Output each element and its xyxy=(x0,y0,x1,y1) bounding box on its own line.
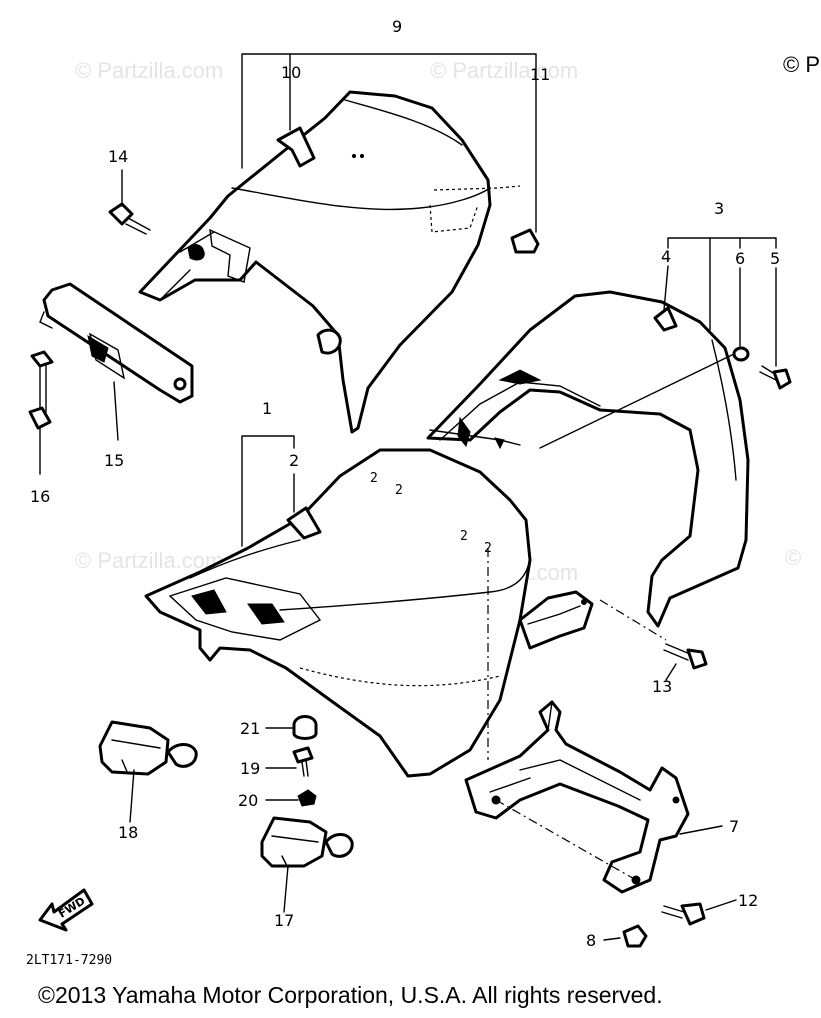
callout-7: 7 xyxy=(729,817,739,836)
callout-1: 1 xyxy=(262,399,272,418)
seat-cowl xyxy=(426,290,750,628)
bolt-5 xyxy=(759,365,792,390)
callout-20: 20 xyxy=(238,791,258,810)
diagram-code: 2LT171-7290 xyxy=(26,953,112,968)
callout-11: 11 xyxy=(530,65,550,84)
screw-19 xyxy=(292,746,314,777)
callout-4: 4 xyxy=(661,247,671,266)
strap-16 xyxy=(28,350,54,430)
callout-15: 15 xyxy=(104,451,124,470)
bolt-14 xyxy=(108,202,151,235)
fwd-arrow-icon: FWD xyxy=(38,888,94,932)
bolt-12 xyxy=(661,902,706,926)
nut-20 xyxy=(297,789,317,807)
seat-mark-1: 2 xyxy=(370,471,378,486)
rear-seat xyxy=(138,90,492,434)
callout-13: 13 xyxy=(652,677,672,696)
callout-17: 17 xyxy=(274,911,294,930)
callout-18: 18 xyxy=(118,823,138,842)
callout-3: 3 xyxy=(714,199,724,218)
leader-lines xyxy=(39,53,777,941)
bolt-13 xyxy=(663,643,708,670)
corner-watermark: © P xyxy=(783,52,820,77)
watermark-top-left: © Partzilla.com xyxy=(75,58,223,83)
parts-diagram: © Partzilla.com © Partzilla.com © Partzi… xyxy=(26,17,801,968)
callout-5: 5 xyxy=(770,249,780,268)
callout-8: 8 xyxy=(586,931,596,950)
callout-numbers: 9 10 11 14 15 16 1 2 3 4 6 5 13 7 12 8 2… xyxy=(30,17,780,950)
cap-11 xyxy=(510,228,540,254)
watermark-top-center: © Partzilla.com xyxy=(430,58,578,83)
seat-side-bracket xyxy=(518,590,594,650)
bracket-15 xyxy=(39,282,194,404)
copyright-notice: ©2013 Yamaha Motor Corporation, U.S.A. A… xyxy=(38,982,663,1008)
callout-2: 2 xyxy=(289,451,299,470)
callout-16: 16 xyxy=(30,487,50,506)
callout-9: 9 xyxy=(392,17,402,36)
lock-18 xyxy=(98,720,198,776)
washer-6 xyxy=(732,346,750,362)
callout-12: 12 xyxy=(738,891,758,910)
cap-21 xyxy=(292,715,318,740)
seat-frame xyxy=(464,700,690,894)
nut-8 xyxy=(622,924,648,948)
front-seat: 2 2 2 2 xyxy=(144,448,532,778)
watermark-mid-left: © Partzilla.com xyxy=(75,548,223,573)
seat-mark-3: 2 xyxy=(460,529,468,544)
callout-21: 21 xyxy=(240,719,260,738)
watermark-mid-right: © xyxy=(785,545,801,570)
callout-14: 14 xyxy=(108,147,128,166)
callout-6: 6 xyxy=(735,249,745,268)
callout-10: 10 xyxy=(281,63,301,82)
lock-17 xyxy=(260,816,354,869)
seat-mark-2: 2 xyxy=(395,483,403,498)
callout-19: 19 xyxy=(240,759,260,778)
